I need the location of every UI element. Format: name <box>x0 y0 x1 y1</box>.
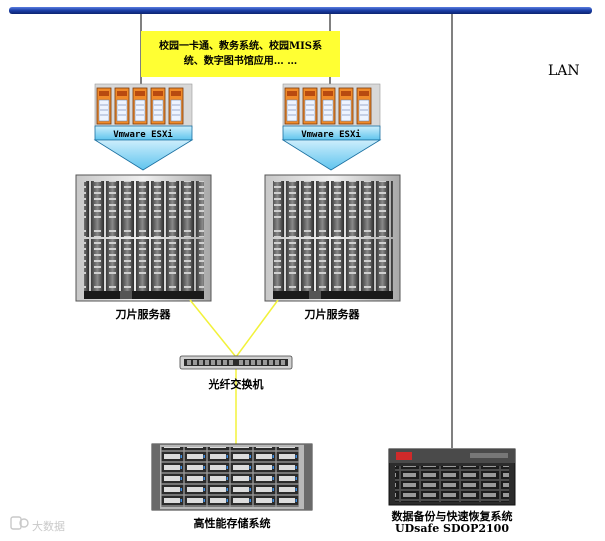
fiber-link-right <box>235 299 279 358</box>
apps-box: 校园一卡通、教务系统、校园MIS系 统、数字图书馆应用… … <box>141 31 340 77</box>
watermark-logo-icon <box>10 516 29 530</box>
blade-server-label-right: 刀片服务器 <box>304 308 360 321</box>
blade-server-label-left: 刀片服务器 <box>115 308 171 321</box>
vm-stack-left <box>94 83 193 129</box>
backup-label-2: UDsafe SDOP2100 <box>395 522 509 535</box>
storage-array <box>151 443 313 511</box>
apps-line-1: 校园一卡通、教务系统、校园MIS系 <box>159 41 322 52</box>
udsafe-logo <box>396 452 412 460</box>
hypervisor-left: Vmware ESXi <box>93 125 194 171</box>
apps-line-2: 统、数字图书馆应用… … <box>183 56 298 67</box>
lan-label: LAN <box>548 63 580 79</box>
watermark-text: 大数据 <box>32 520 65 533</box>
hypervisor-label-right: Vmware ESXi <box>301 129 361 140</box>
backup-appliance <box>388 448 516 506</box>
switch-label: 光纤交换机 <box>208 378 264 391</box>
backup-label-1: 数据备份与快速恢复系统 <box>391 510 513 523</box>
hypervisor-right: Vmware ESXi <box>281 125 382 171</box>
fiber-link-left <box>189 299 237 358</box>
fiber-switch <box>179 355 293 370</box>
blade-chassis-right <box>264 174 401 302</box>
blade-chassis-left <box>75 174 212 302</box>
lan-bus <box>9 7 592 14</box>
hypervisor-label-left: Vmware ESXi <box>113 129 173 140</box>
storage-label: 高性能存储系统 <box>193 517 271 530</box>
vm-stack-right <box>282 83 381 129</box>
